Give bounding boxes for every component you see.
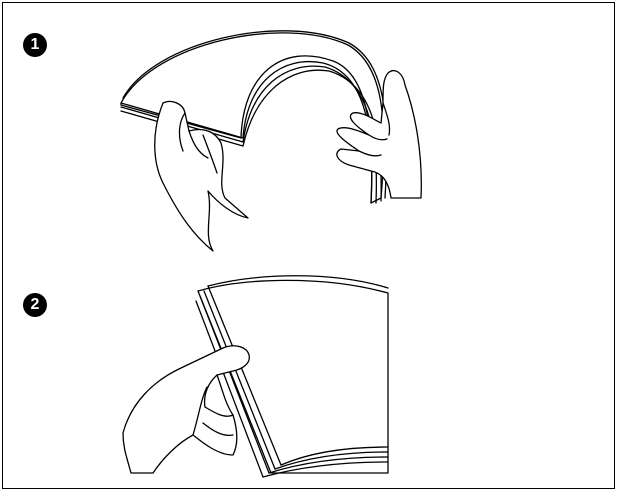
- left-hand-step-2: [123, 346, 249, 473]
- step-2-illustration: [3, 3, 616, 490]
